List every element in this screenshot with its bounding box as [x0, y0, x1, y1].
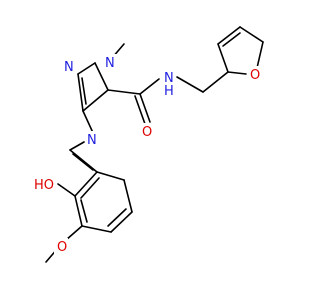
atom-methoxy-o: O	[57, 240, 67, 255]
atom-n-pyrazole-1: N	[64, 60, 74, 75]
atom-hydroxyl: HO	[34, 178, 54, 193]
atom-imine-n: N	[87, 133, 97, 148]
atom-furan-o: O	[250, 68, 260, 83]
atom-amide-h: H	[164, 84, 174, 99]
amide-group	[107, 78, 160, 125]
furylmethyl-chain	[176, 71, 229, 93]
furan-ring	[217, 26, 264, 75]
structure-svg: N N N H O O N HO O	[33, 26, 264, 263]
atom-amide-n: N	[164, 71, 174, 86]
atom-n-pyrazole-2: N	[105, 56, 115, 71]
benzene-ring	[74, 171, 133, 233]
pyrazole-ring	[77, 62, 109, 112]
molecule-diagram: N N N H O O N HO O	[33, 26, 264, 263]
hydroxyl-bond	[57, 183, 76, 197]
atom-labels: N N N H O O N HO O	[33, 54, 261, 255]
atom-carbonyl-o: O	[142, 125, 152, 140]
